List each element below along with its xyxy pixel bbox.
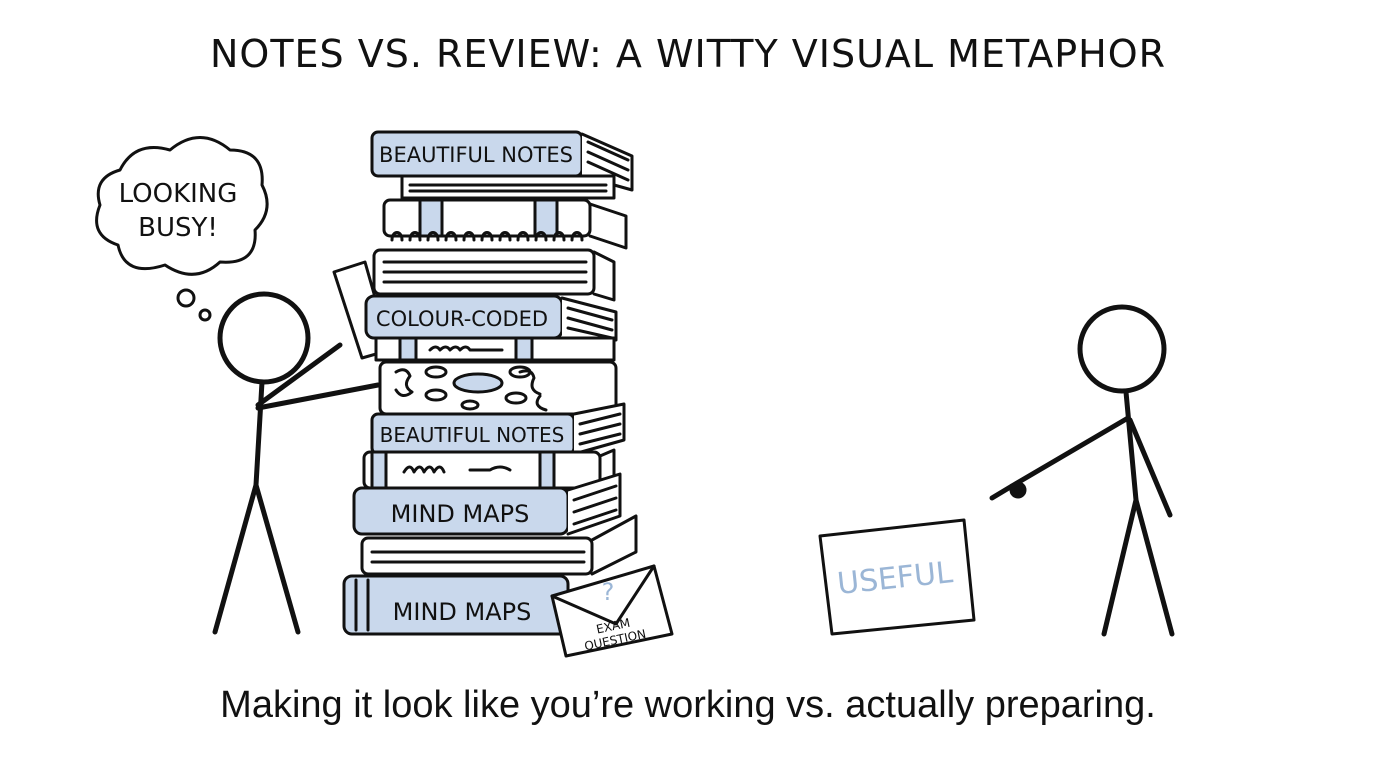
envelope-question-mark: ?	[602, 578, 615, 606]
useful-card	[818, 518, 976, 636]
book-stack	[342, 130, 638, 636]
thought-bubble	[95, 136, 269, 322]
thought-line-1: LOOKING	[119, 179, 238, 209]
thought-line-2: BUSY!	[138, 213, 218, 243]
book-label-colour: COLOUR-CODED	[376, 307, 548, 331]
page-title: NOTES VS. REVIEW: A WITTY VISUAL METAPHO…	[209, 32, 1167, 76]
caption: Making it look like you’re working vs. a…	[220, 684, 1156, 726]
book-label-top: BEAUTIFUL NOTES	[379, 143, 573, 167]
book-label-mind-2: MIND MAPS	[393, 598, 532, 626]
book-label-middle: BEAUTIFUL NOTES	[380, 423, 565, 447]
left-stick-figure	[212, 291, 381, 635]
envelope-line-1: EXAM	[595, 616, 632, 637]
right-stick-figure	[989, 304, 1175, 637]
book-label-mind-1: MIND MAPS	[391, 500, 530, 528]
exam-envelope	[550, 564, 674, 658]
